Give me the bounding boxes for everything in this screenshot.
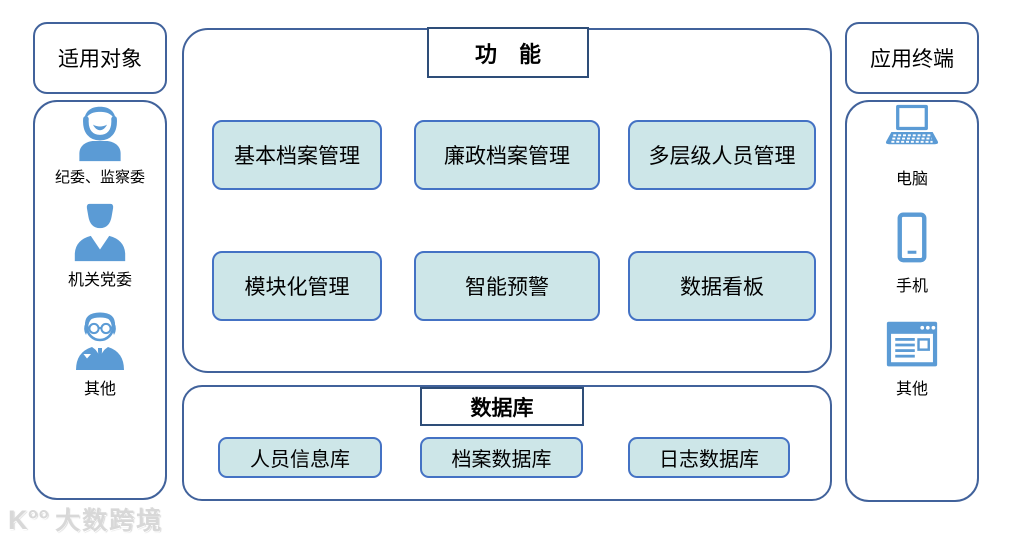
right-column-title: 应用终端 [845, 22, 979, 94]
function-panel-title-label: 功 能 [474, 41, 541, 67]
terminal-item-label: 手机 [895, 278, 928, 295]
phone-icon [884, 211, 940, 269]
terminal-item-other: 其他 [845, 318, 979, 399]
left-column-title: 适用对象 [33, 22, 167, 94]
function-box-label: 廉政档案管理 [444, 145, 570, 168]
function-box-multilevel-personnel: 多层级人员管理 [628, 120, 816, 190]
terminal-item-computer: 电脑 [845, 102, 979, 189]
audience-item-dangwei: 机关党委 [33, 201, 167, 290]
function-box-modular-management: 模块化管理 [212, 251, 382, 321]
database-box-log-data: 日志数据库 [628, 437, 790, 478]
database-box-personnel-info: 人员信息库 [218, 437, 382, 478]
database-box-label: 档案数据库 [451, 449, 552, 471]
watermark: K°° 大数跨境 [8, 501, 163, 535]
left-column-panel [33, 100, 167, 500]
right-column-panel [845, 100, 979, 502]
function-box-label: 模块化管理 [244, 276, 350, 299]
browser-icon [882, 318, 942, 372]
function-panel-title: 功 能 [427, 27, 589, 78]
watermark-text: 大数跨境 [55, 507, 164, 535]
function-box-label: 智能预警 [465, 276, 549, 299]
audience-item-other: 其他 [33, 308, 167, 399]
terminal-item-label: 其他 [895, 381, 928, 398]
user-icon [68, 201, 132, 263]
function-box-label: 数据看板 [680, 276, 764, 299]
function-box-smart-warning: 智能预警 [414, 251, 600, 321]
right-column-title-label: 应用终端 [870, 48, 954, 71]
database-box-label: 人员信息库 [250, 449, 350, 471]
audience-item-label: 纪委、监察委 [54, 169, 145, 186]
function-box-integrity-archive: 廉政档案管理 [414, 120, 600, 190]
database-box-label: 日志数据库 [659, 449, 759, 471]
audience-item-label: 其他 [83, 381, 116, 398]
function-box-basic-archive: 基本档案管理 [212, 120, 382, 190]
watermark-logo: K°° [8, 505, 50, 535]
terminal-item-label: 电脑 [895, 171, 928, 188]
function-panel [182, 28, 832, 373]
function-box-data-dashboard: 数据看板 [628, 251, 816, 321]
laptop-icon [880, 102, 944, 162]
audience-item-jiwei: 纪委、监察委 [33, 103, 167, 187]
bearded-user-icon [68, 103, 132, 163]
database-panel-title: 数据库 [420, 387, 584, 426]
audience-item-label: 机关党委 [67, 272, 132, 289]
terminal-item-phone: 手机 [845, 211, 979, 296]
function-box-label: 多层级人员管理 [648, 145, 796, 168]
database-box-archive-data: 档案数据库 [420, 437, 583, 478]
database-panel-title-label: 数据库 [470, 396, 534, 420]
left-column-title-label: 适用对象 [58, 48, 142, 71]
glasses-user-icon [68, 308, 132, 372]
function-box-label: 基本档案管理 [234, 145, 360, 168]
